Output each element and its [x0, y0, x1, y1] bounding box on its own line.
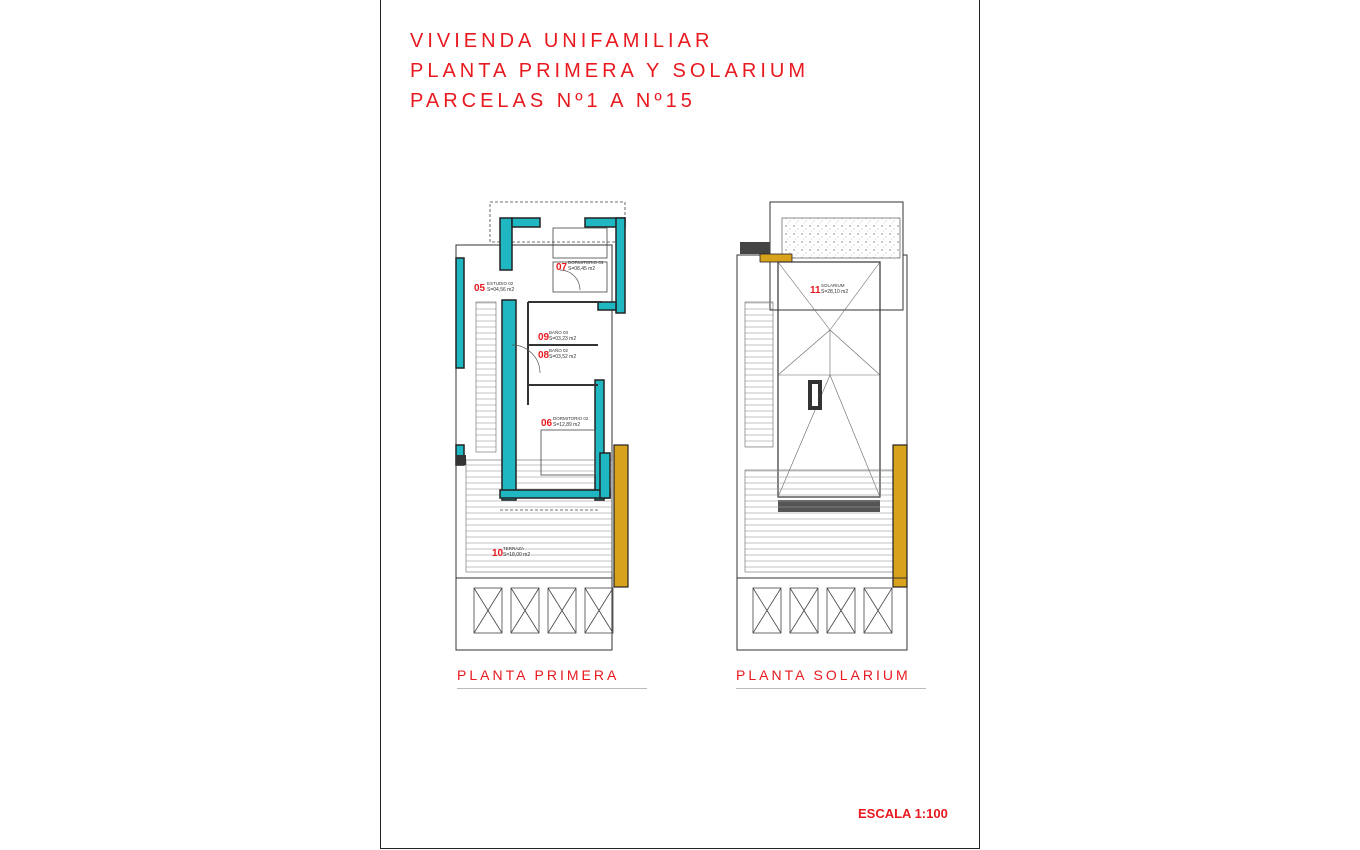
room-11-area: S=28,10 m2: [821, 289, 848, 295]
scale-label: ESCALA 1:100: [858, 806, 948, 821]
room-05-number: 05: [474, 283, 486, 294]
room-09-area: S=03,23 m2: [549, 336, 576, 342]
plan-label-solarium: PLANTA SOLARIUM: [736, 667, 926, 689]
room-11-number: 11: [810, 285, 821, 296]
room-10-name: TERRAZA: [503, 546, 524, 551]
room-06-area: S=12,89 m2: [553, 422, 580, 428]
room-06-number: 06: [541, 418, 553, 429]
room-labels: 05 ESTUDIO 02 S=04,56 m2 07 DORMITORIO 0…: [474, 260, 848, 559]
room-05-area: S=04,56 m2: [487, 287, 514, 293]
title-line-1: VIVIENDA UNIFAMILIAR: [410, 30, 714, 52]
plan-solarium: [736, 201, 908, 651]
plan-label-primera: PLANTA PRIMERA: [457, 667, 647, 689]
room-11-name: SOLARIUM: [821, 283, 845, 288]
room-08-area: S=03,52 m2: [549, 354, 576, 360]
room-07-name: DORMITORIO 03: [568, 260, 604, 265]
room-08-number: 08: [538, 350, 550, 361]
room-08-name: BAÑO 02: [549, 347, 569, 353]
room-10-area: S=18,00 m2: [503, 552, 530, 558]
room-07-area: S=08,45 m2: [568, 266, 595, 272]
room-09-name: BAÑO 03: [549, 329, 569, 335]
room-09-number: 09: [538, 332, 550, 343]
room-07-number: 07: [556, 262, 568, 273]
title-line-2: PLANTA PRIMERA Y SOLARIUM: [410, 60, 809, 82]
room-05-name: ESTUDIO 02: [487, 281, 514, 286]
room-10-number: 10: [492, 548, 504, 559]
plan-primera: [455, 201, 629, 651]
room-06-name: DORMITORIO 02: [553, 416, 589, 421]
title-line-3: PARCELAS Nº1 A Nº15: [410, 90, 696, 112]
